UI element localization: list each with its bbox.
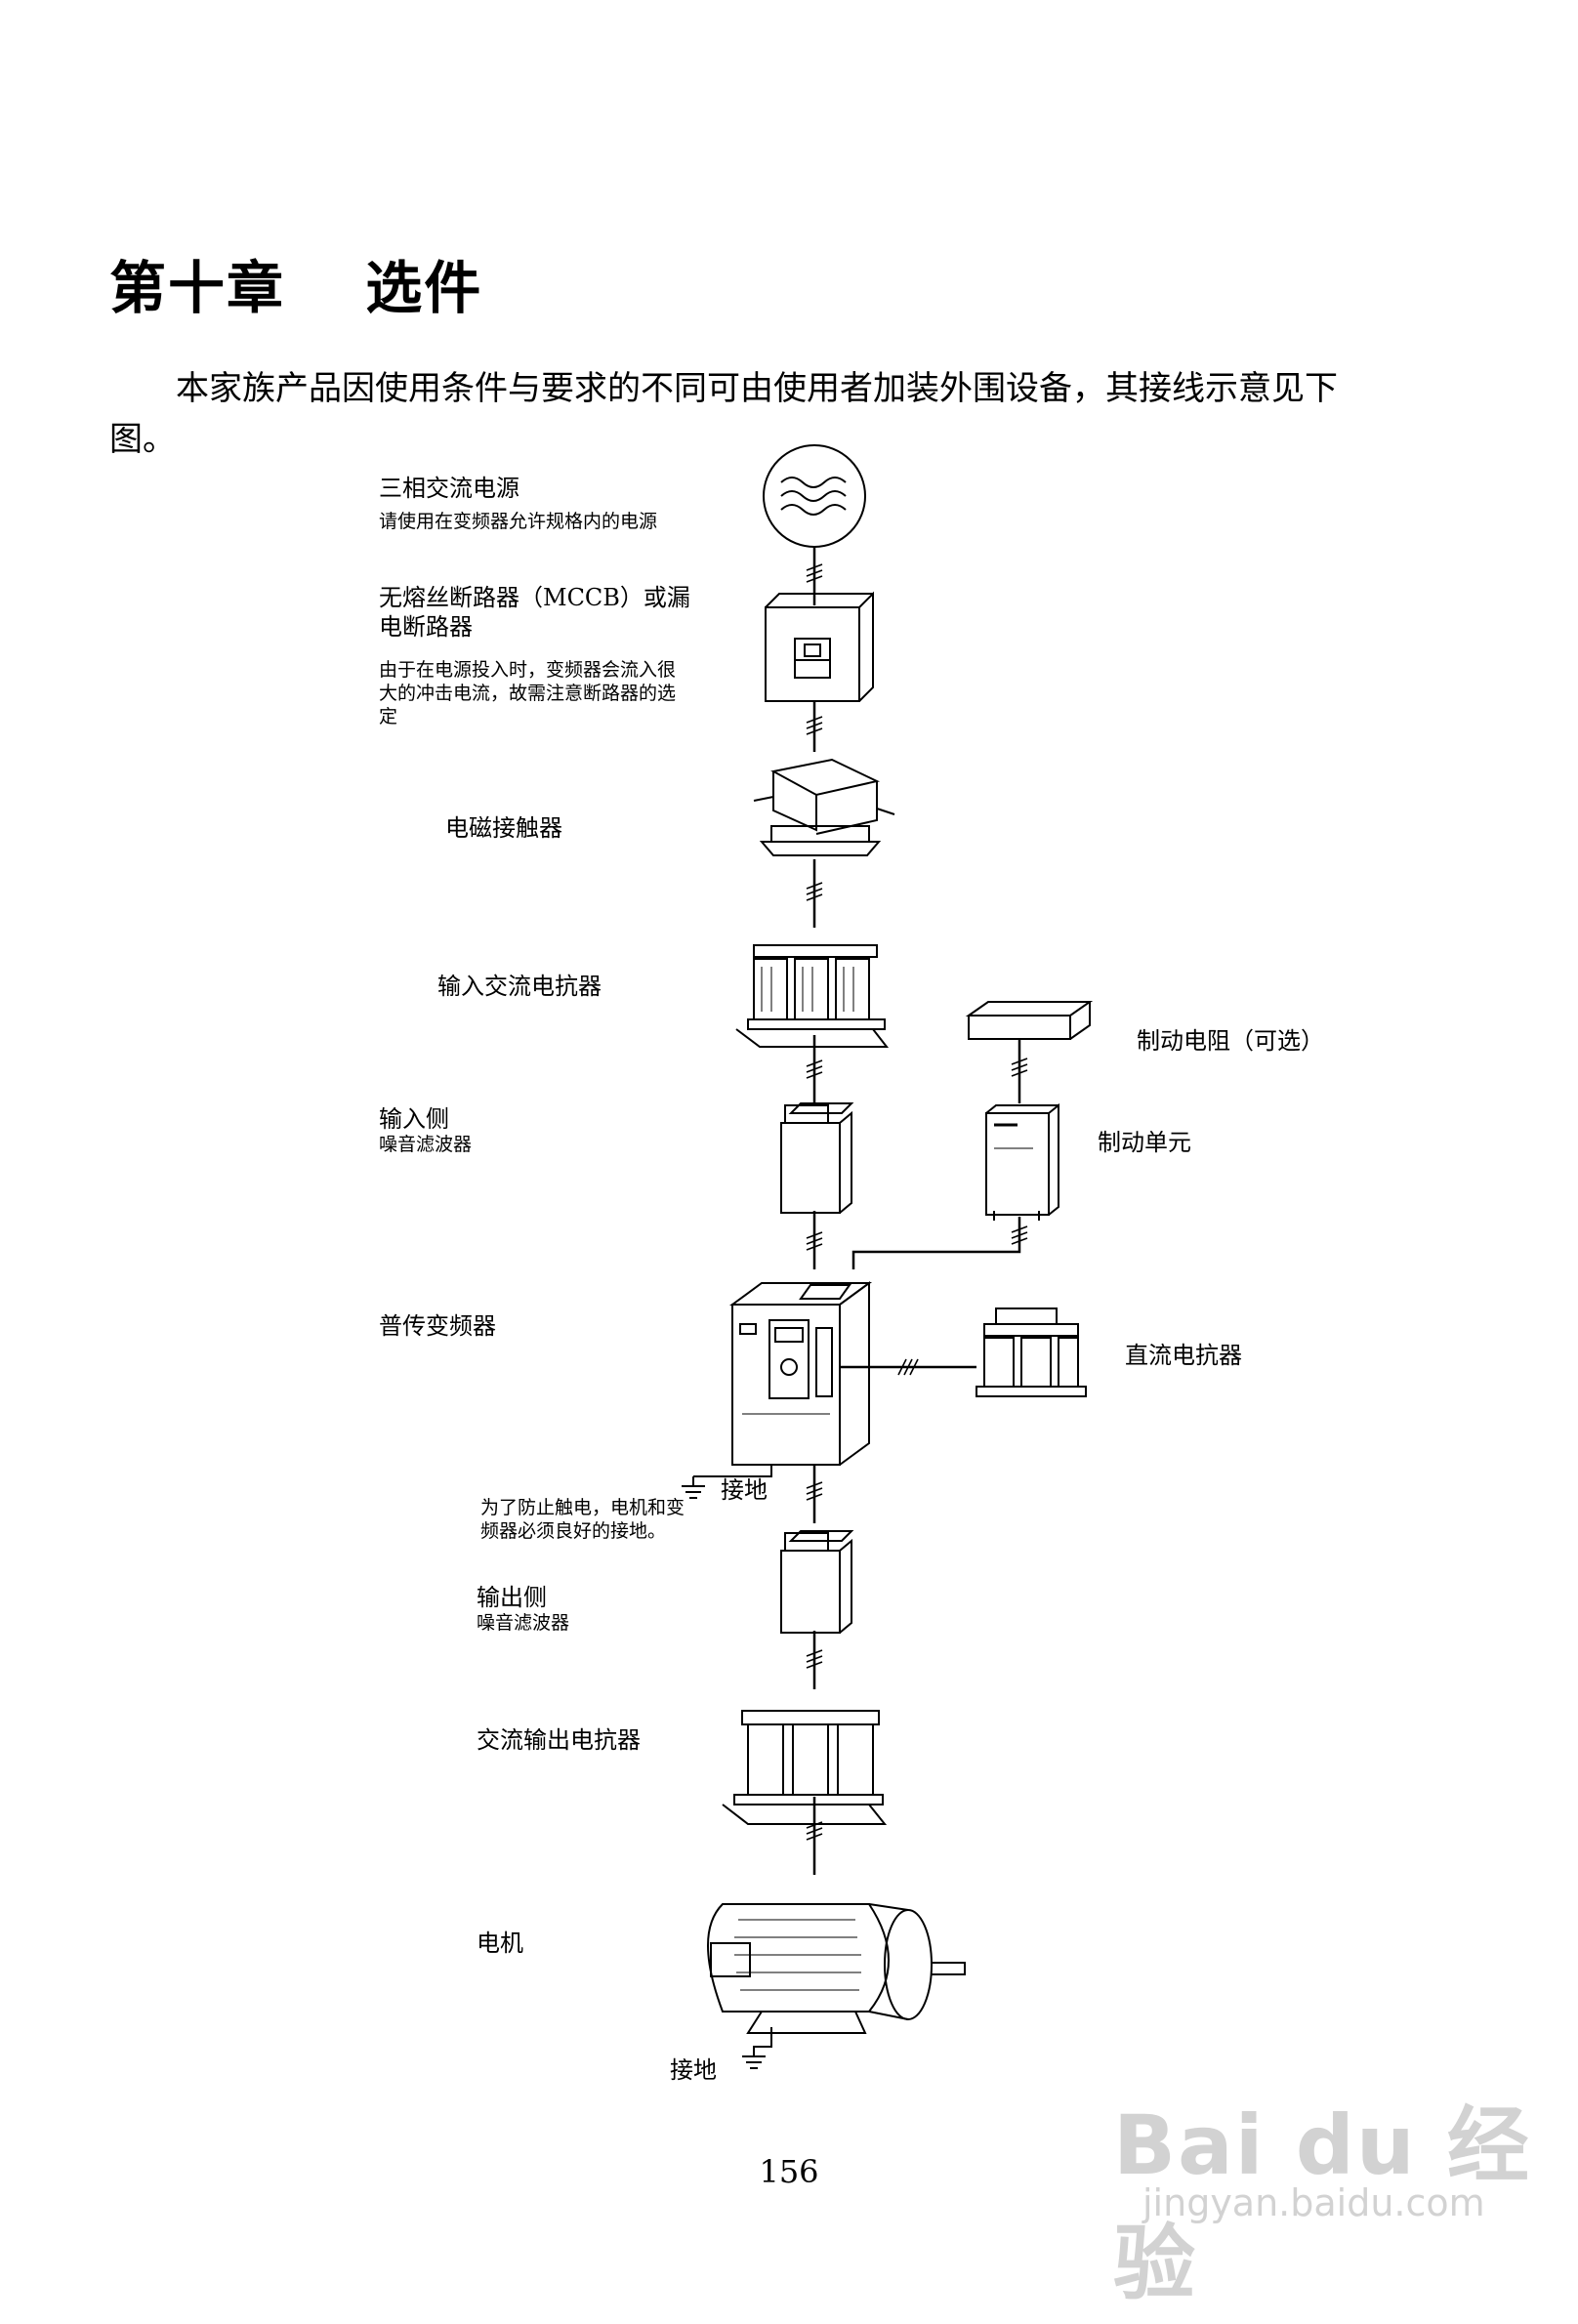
watermark-url: jingyan.baidu.com xyxy=(1142,2181,1485,2224)
brake-wiring xyxy=(851,1217,1021,1269)
brake-unit-icon xyxy=(985,1102,1059,1221)
label-dc-reactor: 直流电抗器 xyxy=(1125,1342,1242,1369)
contactor-icon xyxy=(753,758,895,856)
note-mccb-line2: 大的冲击电流，故需注意断路器的选 xyxy=(379,683,677,704)
ac-source-icon xyxy=(763,444,866,548)
input-reactor-icon xyxy=(735,944,890,1048)
label-brake-resistor: 制动电阻（可选） xyxy=(1137,1027,1324,1055)
ground-symbol-motor xyxy=(742,2027,772,2069)
watermark-logo: Bai du 经验 xyxy=(1113,2097,1531,2311)
label-input-filter: 输入侧 xyxy=(379,1105,449,1133)
note-power: 请使用在变频器允许规格内的电源 xyxy=(379,511,658,532)
dc-reactor-icon xyxy=(976,1307,1087,1397)
output-filter-icon xyxy=(780,1530,854,1634)
note-mccb-line3: 定 xyxy=(379,706,398,727)
label-brake-unit: 制动单元 xyxy=(1098,1129,1191,1156)
label-mccb-line1: 无熔丝断路器（MCCB）或漏 xyxy=(379,584,690,611)
inverter-icon xyxy=(728,1281,873,1466)
label-power: 三相交流电源 xyxy=(379,475,519,502)
label-inverter: 普传变频器 xyxy=(379,1312,496,1340)
label-output-reactor: 交流输出电抗器 xyxy=(477,1726,641,1754)
input-filter-icon xyxy=(780,1102,854,1214)
intro-paragraph: 本家族产品因使用条件与要求的不同可由使用者加装外围设备，其接线示意见下图。 xyxy=(109,369,1338,459)
note-input-filter: 噪音滤波器 xyxy=(379,1134,473,1155)
label-ground-inverter: 接地 xyxy=(721,1476,768,1504)
note-ground-line1: 为了防止触电，电机和变 xyxy=(480,1497,685,1518)
output-reactor-icon xyxy=(722,1710,888,1825)
label-output-filter: 输出侧 xyxy=(477,1584,547,1611)
label-ground-motor: 接地 xyxy=(670,2056,717,2084)
label-motor: 电机 xyxy=(477,1930,523,1957)
breaker-icon xyxy=(765,591,874,702)
note-ground-line2: 频器必须良好的接地。 xyxy=(480,1520,667,1542)
label-mccb-line2: 电断路器 xyxy=(379,613,473,641)
page-number: 156 xyxy=(759,2153,819,2190)
label-input-reactor: 输入交流电抗器 xyxy=(437,973,602,1000)
note-output-filter: 噪音滤波器 xyxy=(477,1612,570,1634)
label-contactor: 电磁接触器 xyxy=(445,814,562,842)
brake-resistor-icon xyxy=(965,1001,1094,1040)
motor-icon xyxy=(707,1903,966,2034)
note-mccb-line1: 由于在电源投入时，变频器会流入很 xyxy=(379,659,677,681)
ground-symbol-inverter xyxy=(682,1465,772,1499)
chapter-title: 第十章 选件 xyxy=(109,255,483,321)
